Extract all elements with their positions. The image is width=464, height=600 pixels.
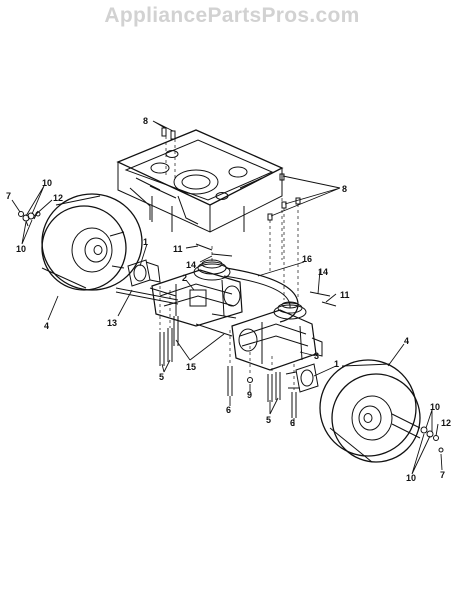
pins (195, 243, 337, 307)
callout-6-right: 6 (290, 418, 295, 428)
right-hub (285, 363, 319, 393)
callout-16: 16 (302, 254, 312, 264)
leader-lines (11, 120, 443, 475)
bolts-8-top (161, 127, 301, 221)
callout-11-mid: 11 (173, 244, 183, 254)
callout-14-mid: 14 (186, 260, 196, 270)
callout-12-left: 12 (53, 193, 63, 203)
chassis-frame (116, 129, 284, 233)
bolts-lower (159, 328, 297, 418)
watermark-logo: AppliancePartsPros.com (104, 4, 360, 27)
callout-10-right-top: 10 (430, 402, 440, 412)
connecting-rods (173, 313, 237, 346)
callout-10-left-top: 10 (42, 178, 52, 188)
left-wheel (41, 193, 143, 291)
callout-7-right: 7 (440, 470, 445, 480)
callout-14-right: 14 (318, 267, 328, 277)
callout-5-left: 5 (159, 372, 164, 382)
callout-1-right: 1 (334, 359, 339, 369)
callout-1-left: 1 (143, 237, 148, 247)
callout-10-left-bottom: 10 (16, 244, 26, 254)
callout-12-right: 12 (441, 418, 451, 428)
callout-4-right: 4 (404, 336, 409, 346)
callout-8-right: 8 (342, 184, 347, 194)
callout-8-top: 8 (143, 116, 148, 126)
callout-11-right: 11 (340, 290, 350, 300)
callout-7-left: 7 (6, 191, 11, 201)
left-transaxle (151, 259, 243, 327)
callout-3: 3 (314, 351, 319, 361)
dashed-reference-lines (159, 136, 299, 390)
callout-4-left: 4 (44, 321, 49, 331)
callout-13: 13 (107, 318, 117, 328)
callout-labels: 8 8 7 10 12 10 1 11 14 16 14 11 2 4 13 1… (6, 116, 451, 483)
right-transaxle (231, 301, 323, 371)
left-axle (115, 287, 179, 305)
callout-2: 2 (182, 273, 187, 283)
callout-9: 9 (247, 390, 252, 400)
callout-5-right: 5 (266, 415, 271, 425)
right-wheel (319, 359, 421, 463)
left-hub (127, 259, 161, 287)
callout-10-right-bottom: 10 (406, 473, 416, 483)
callout-15: 15 (186, 362, 196, 372)
callout-6-left: 6 (226, 405, 231, 415)
